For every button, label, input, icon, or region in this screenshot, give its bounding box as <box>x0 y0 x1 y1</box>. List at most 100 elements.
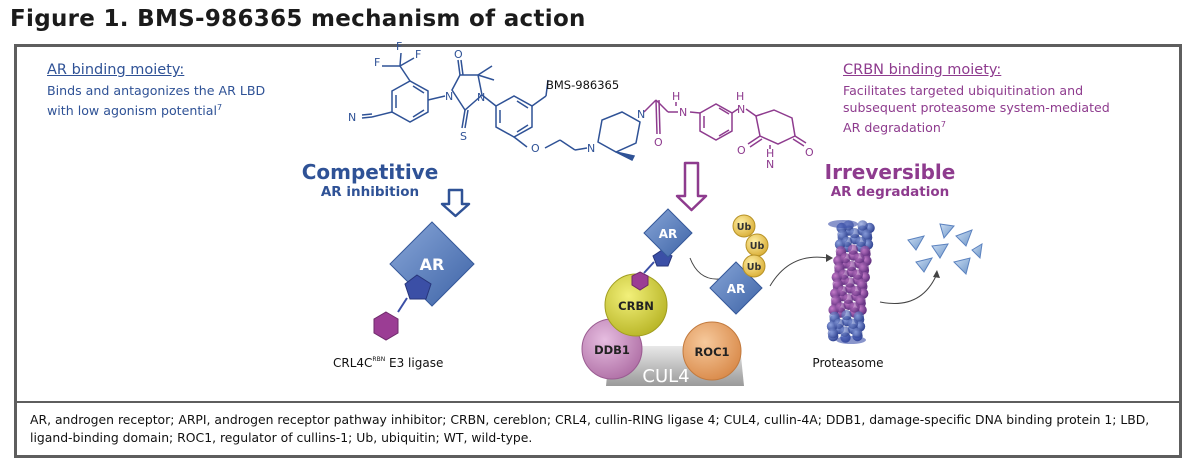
proteasome-subunit <box>856 278 868 289</box>
roc1-label: ROC1 <box>694 345 729 359</box>
atom-n-imide: N <box>766 158 774 171</box>
crbn-binding-description: Facilitates targeted ubiquitination and … <box>843 82 1110 136</box>
atom-n2: N <box>477 91 485 104</box>
proteasome-subunit <box>841 236 853 247</box>
ar-binding-line2: with low agonism potential <box>47 103 217 119</box>
crbn-binding-line2: subsequent proteasome system-mediated <box>843 100 1110 115</box>
proteasome-subunit <box>849 302 860 313</box>
proteasome-subunit <box>842 293 854 304</box>
crbn-binding-heading: CRBN binding moiety: <box>843 62 1002 78</box>
proteasome-subunit <box>844 277 855 288</box>
proteasome-subunit <box>827 328 839 339</box>
proteasome-subunit <box>853 311 864 322</box>
proteasome-subunit <box>855 295 866 306</box>
figure-panel <box>14 44 1182 458</box>
proteasome-subunit <box>857 220 868 231</box>
proteasome-subunit <box>847 244 859 255</box>
atom-o-glut2: O <box>805 146 814 159</box>
competitive-arrow <box>440 188 471 218</box>
e3-ligase-complex: CUL4 DDB1 CRBN ROC1 AR <box>581 208 744 387</box>
atom-n-amide: N <box>679 106 687 119</box>
irreversible-title: Irreversible <box>824 160 956 184</box>
proteasome-subunit <box>858 262 869 273</box>
crbn-binding-ref: 7 <box>940 120 946 129</box>
roc1-circle <box>682 321 742 381</box>
atom-s: S <box>460 130 467 143</box>
irreversible-arrow <box>675 161 708 212</box>
atom-o-ether: O <box>531 142 540 155</box>
crl4c-sup: RBN <box>372 356 385 363</box>
ar-binding-ref: 7 <box>216 103 223 112</box>
atom-f1: F <box>374 56 380 69</box>
footnote-divider <box>17 401 1179 403</box>
molecule-ar-binding-moiety <box>361 52 641 162</box>
proteasome-subunit <box>851 285 862 297</box>
transfer-arrow <box>689 257 727 280</box>
atom-o-top: O <box>454 48 463 61</box>
atom-o-amide: O <box>654 136 663 149</box>
proteasome-subunit <box>833 318 845 329</box>
proteasome-cap <box>828 220 858 228</box>
crl4c-prefix: CRL4C <box>333 356 372 370</box>
atom-f2: F <box>396 40 402 53</box>
ub-ball-3 <box>742 254 766 278</box>
abbreviations-footnote: AR, androgen receptor; ARPI, androgen re… <box>30 412 1150 445</box>
atom-n-pip1: N <box>587 142 595 155</box>
to-proteasome-arrow <box>769 256 829 287</box>
atom-n-cyano: N <box>348 111 356 124</box>
molecule-name: BMS-986365 <box>546 78 619 92</box>
ubiquitinated-ar: AR Ub Ub Ub <box>709 214 769 315</box>
irreversible-subtitle: AR degradation <box>830 184 950 200</box>
proteasome-subunit <box>854 253 865 264</box>
ar-label-ub: AR <box>727 282 746 296</box>
proteasome-label: Proteasome <box>812 356 883 370</box>
ddb1-label: DDB1 <box>594 343 630 357</box>
crl4c-label: CRL4CRBN E3 ligase <box>333 356 443 370</box>
proteasome-subunit <box>855 236 867 247</box>
hexagon-left <box>373 311 399 341</box>
ub-label-3: Ub <box>747 262 762 273</box>
atom-n1: N <box>445 90 453 103</box>
proteasome-subunit <box>846 260 857 272</box>
ar-label-bound: AR <box>659 227 678 241</box>
proteasome-subunit <box>835 302 846 313</box>
proteasome-subunit <box>847 318 859 329</box>
proteasome-subunit <box>860 245 871 257</box>
ar-binding-line2-wrap: with low agonism potential7 <box>47 99 265 119</box>
molecule-crbn-binding-moiety <box>643 99 807 149</box>
crbn-label: CRBN <box>618 299 654 313</box>
competitive-title: Competitive <box>301 160 439 184</box>
crbn-binding-line3-wrap: AR degradation7 <box>843 116 1110 136</box>
competitive-subtitle: AR inhibition <box>320 184 420 200</box>
proteasome-subunit <box>861 229 872 240</box>
ub-ball-1 <box>732 214 756 238</box>
atom-h2: H <box>736 90 744 103</box>
proteasome-cap <box>836 336 866 344</box>
atom-n-amine: N <box>737 103 745 116</box>
ub-label-1: Ub <box>737 222 752 233</box>
proteasome <box>826 220 875 344</box>
ar-label-left: AR <box>420 255 445 274</box>
pentagon-left <box>404 274 432 300</box>
crbn-binding-line3: AR degradation <box>843 120 941 136</box>
proteasome-subunit <box>849 228 860 239</box>
ar-binding-description: Binds and antagonizes the AR LBD with lo… <box>47 82 265 119</box>
degradation-arrow <box>879 275 937 304</box>
proteasome-subunit <box>852 269 863 280</box>
hexagon-middle <box>631 271 649 291</box>
proteasome-subunit <box>837 285 848 297</box>
proteasome-subunit <box>852 327 863 339</box>
ar-fragments <box>907 223 983 275</box>
ar-diamond-bound <box>643 208 693 258</box>
crl4c-suffix: E3 ligase <box>385 356 443 370</box>
ar-inhibited-complex: AR <box>373 221 475 341</box>
atom-n-pip2: N <box>637 108 645 121</box>
atom-h3: H <box>766 147 774 160</box>
proteasome-subunit <box>840 253 851 264</box>
cul4-label: CUL4 <box>642 366 689 387</box>
ub-label-2: Ub <box>750 241 765 252</box>
atom-f3: F <box>415 48 421 61</box>
ar-binding-line1: Binds and antagonizes the AR LBD <box>47 83 266 98</box>
ar-binding-heading: AR binding moiety: <box>47 62 185 78</box>
